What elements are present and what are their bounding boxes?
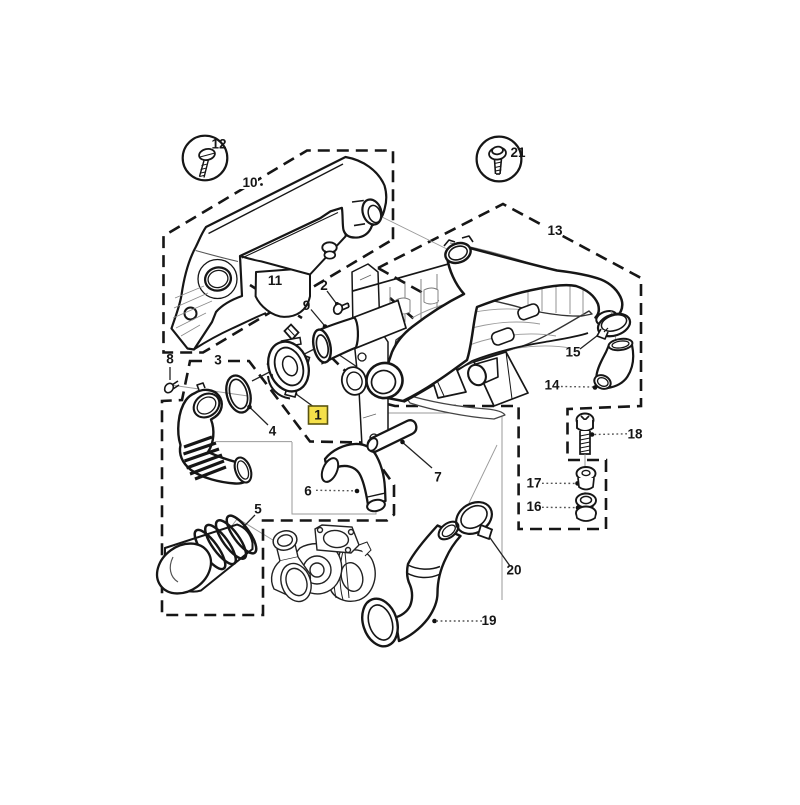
svg-text:19: 19 — [481, 613, 496, 628]
svg-text:6: 6 — [304, 484, 312, 499]
svg-text:11: 11 — [268, 273, 283, 288]
svg-text:8: 8 — [166, 352, 174, 367]
svg-text:17: 17 — [526, 476, 541, 491]
svg-text:18: 18 — [627, 427, 643, 442]
svg-text:10: 10 — [242, 175, 257, 190]
svg-text:5: 5 — [254, 502, 262, 517]
svg-text:20: 20 — [506, 563, 521, 578]
svg-text:21: 21 — [510, 145, 526, 160]
svg-text:14: 14 — [544, 378, 560, 393]
svg-text:3: 3 — [214, 353, 222, 368]
svg-text:16: 16 — [526, 499, 542, 514]
svg-text:2: 2 — [320, 278, 328, 293]
svg-text:9: 9 — [303, 298, 311, 313]
svg-text:15: 15 — [565, 345, 581, 360]
svg-text:12: 12 — [211, 137, 226, 152]
svg-text:4: 4 — [269, 424, 277, 439]
svg-text:1: 1 — [314, 408, 322, 423]
svg-text:13: 13 — [547, 223, 563, 238]
svg-text:7: 7 — [434, 470, 442, 485]
